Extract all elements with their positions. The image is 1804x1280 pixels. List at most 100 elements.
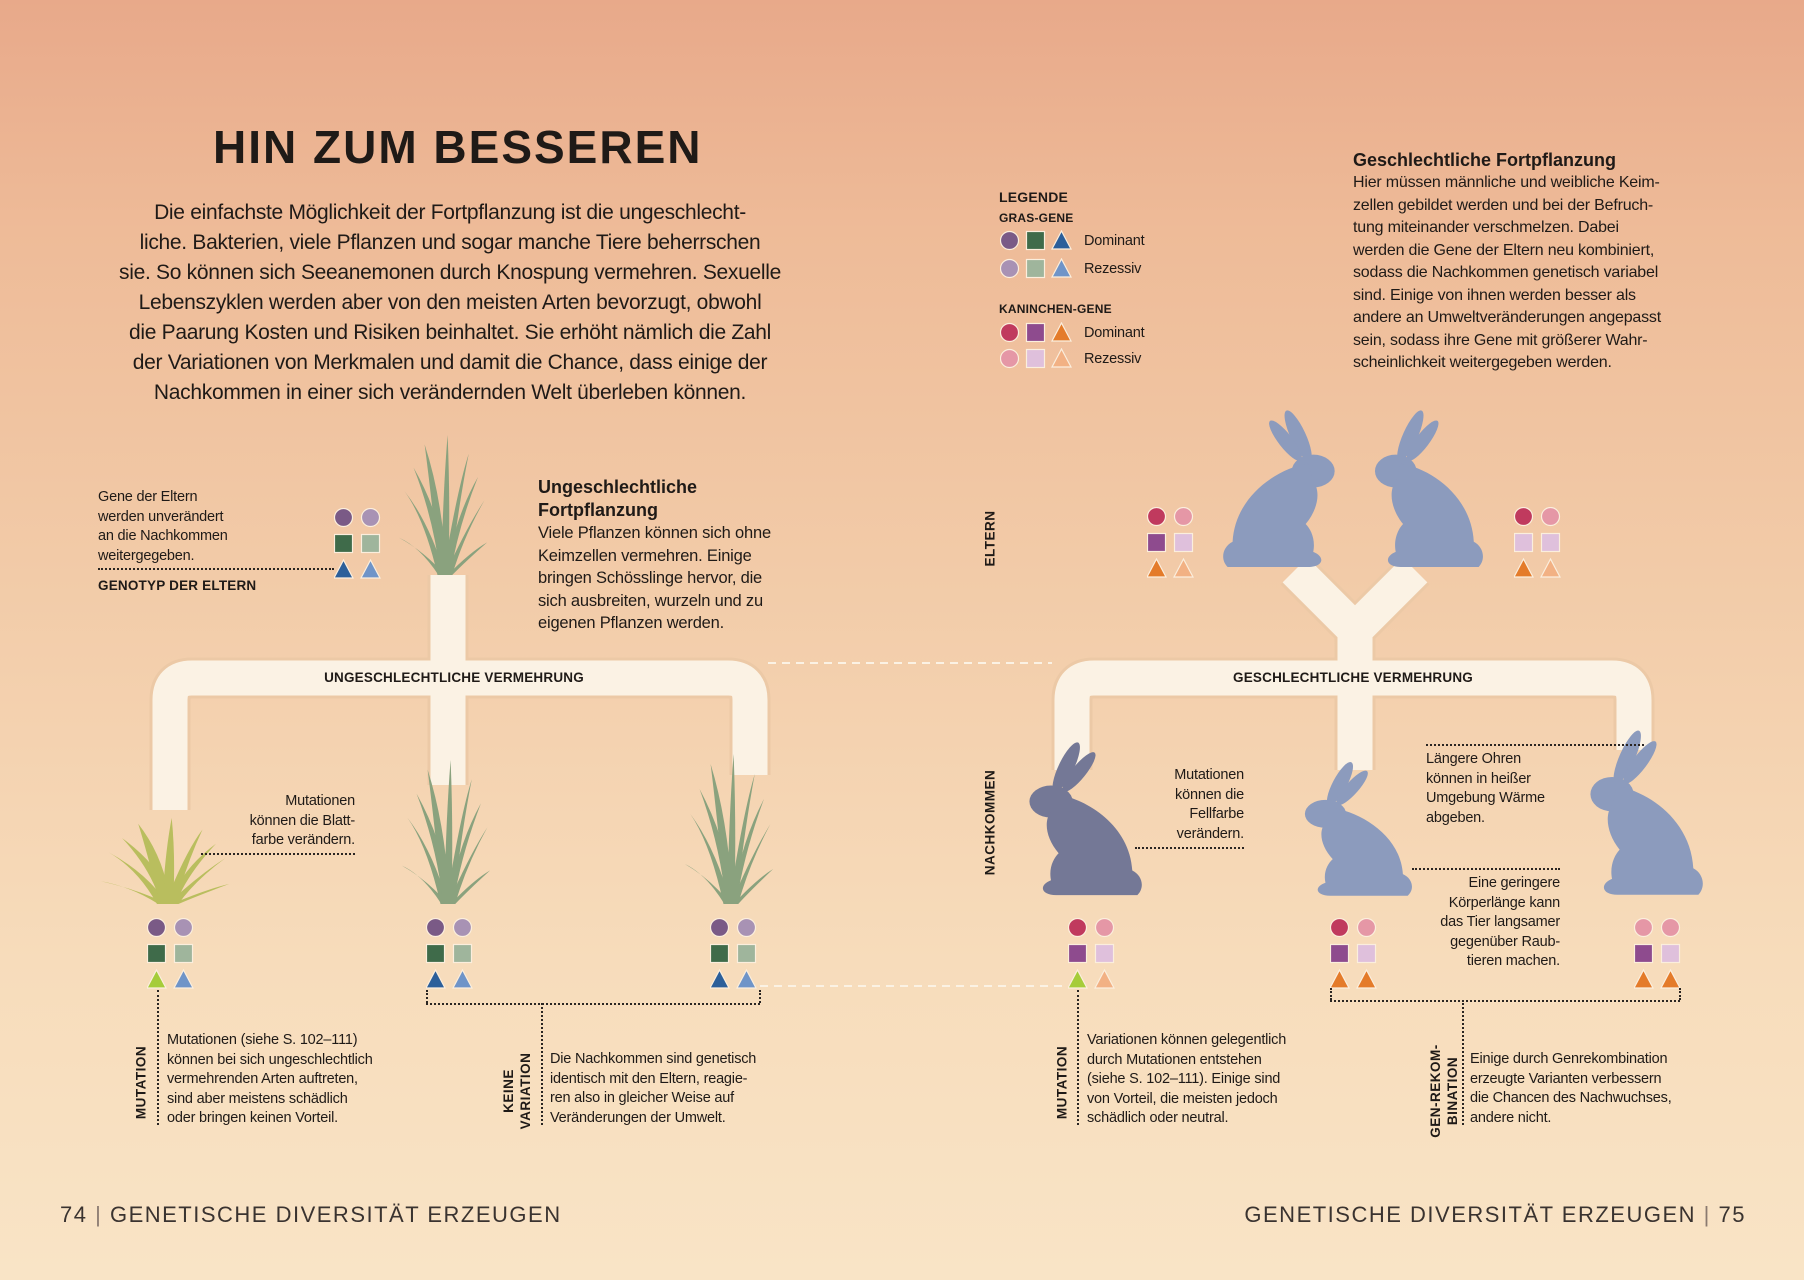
ears-note: Längere Ohren können in heißer Umgebung …	[1426, 751, 1545, 826]
gene-square-recessive-icon	[1660, 943, 1681, 964]
gene-circle-recessive-icon	[173, 917, 194, 938]
gene-square-recessive-icon	[1513, 532, 1534, 553]
gene-triangle-recessive-icon	[360, 558, 381, 579]
legend-circle-recessive-icon	[999, 258, 1020, 279]
separator: |	[95, 1202, 103, 1227]
gene-triangle-recessive-icon	[1173, 557, 1194, 578]
page-number: 75	[1718, 1202, 1746, 1227]
parent-rabbit-icon	[1223, 408, 1335, 567]
gene-square-dominant-icon	[1067, 943, 1088, 964]
sexual-heading: Geschlechtliche Fortpflanzung	[1353, 150, 1617, 170]
rabbit-parent-genotype	[1513, 506, 1562, 579]
recombination-label: GEN-REKOM- BINATION	[1428, 1044, 1460, 1138]
leaf-mutation-note: Mutationen können die Blatt- farbe verän…	[249, 793, 356, 848]
gene-square-recessive-icon	[736, 943, 757, 964]
sexual-branch-label: GESCHLECHTLICHE VERMEHRUNG	[1233, 670, 1473, 685]
genotype-label: GENOTYP DER ELTERN	[98, 578, 257, 593]
gene-circle-dominant-icon	[1146, 506, 1167, 527]
sexual-body: Hier müssen männliche und weibliche Keim…	[1353, 174, 1661, 371]
legend-circle-recessive-icon	[999, 348, 1020, 369]
legend-dominant-label: Dominant	[1084, 325, 1145, 341]
asexual-branch-label: UNGESCHLECHTLICHE VERMEHRUNG	[324, 670, 584, 685]
gene-triangle-mutation-icon	[146, 968, 167, 989]
grass-child-genotype	[425, 917, 474, 990]
long-eared-rabbit-icon	[1590, 728, 1703, 895]
gene-circle-recessive-icon	[452, 917, 473, 938]
legend-dominant-label: Dominant	[1084, 233, 1145, 249]
legend-title: LEGENDE	[999, 189, 1069, 205]
legend-triangle-recessive-icon	[1051, 347, 1072, 368]
legend-recessive-label: Rezessiv	[1084, 261, 1142, 277]
sexual-branch	[1051, 555, 1655, 770]
intro-paragraph: Die einfachste Möglichkeit der Fortpflan…	[119, 201, 781, 404]
legend-triangle-dominant-icon	[1051, 229, 1072, 250]
dotted-bracket	[1330, 988, 1332, 1000]
legend-circle-dominant-icon	[999, 230, 1020, 251]
separator: |	[1703, 1202, 1711, 1227]
legend-square-dominant-icon	[1025, 322, 1046, 343]
gene-circle-recessive-icon	[1173, 506, 1194, 527]
legend-square-recessive-icon	[1025, 348, 1046, 369]
no-variation-label: KEINE VARIATION	[501, 1052, 533, 1130]
gene-triangle-recessive-icon	[173, 968, 194, 989]
legend-grass-recessive-icons	[999, 257, 1080, 285]
grass-child-genotype	[146, 917, 195, 990]
mutation-label: MUTATION	[133, 1045, 149, 1120]
legend-grass-heading: GRAS-GENE	[999, 211, 1074, 225]
gene-circle-recessive-icon	[1633, 917, 1654, 938]
gene-square-dominant-icon	[1633, 943, 1654, 964]
asexual-heading: Ungeschlechtliche Fortpflanzung	[538, 477, 698, 520]
gene-square-recessive-icon	[1540, 532, 1561, 553]
page-title: HIN ZUM BESSEREN	[213, 121, 703, 173]
rabbit-parent-genotype	[1146, 506, 1195, 579]
rabbit-child-genotype	[1067, 917, 1116, 990]
dotted-bracket	[1330, 1000, 1680, 1002]
legend-rabbit-recessive-icons	[999, 347, 1080, 375]
gene-square-dominant-icon	[146, 943, 167, 964]
gene-circle-dominant-icon	[1329, 917, 1350, 938]
gene-circle-dominant-icon	[1067, 917, 1088, 938]
legend-square-dominant-icon	[1025, 230, 1046, 251]
legend-rabbit-dominant-icons	[999, 321, 1080, 349]
gene-triangle-dominant-icon	[1356, 968, 1377, 989]
gene-triangle-mutation-icon	[1067, 968, 1088, 989]
footer-right: GENETISCHE DIVERSITÄT ERZEUGEN | 75	[1244, 1202, 1746, 1228]
dotted-bracket	[426, 1003, 760, 1005]
dotted-leader	[1135, 847, 1244, 849]
offspring-label: NACHKOMMEN	[982, 769, 998, 876]
chapter-title: GENETISCHE DIVERSITÄT ERZEUGEN	[1244, 1202, 1697, 1227]
gene-square-recessive-icon	[1173, 532, 1194, 553]
gene-triangle-dominant-icon	[1146, 557, 1167, 578]
gene-circle-dominant-icon	[1513, 506, 1534, 527]
gene-circle-dominant-icon	[425, 917, 446, 938]
dotted-leader	[1412, 868, 1560, 870]
dotted-leader	[1077, 990, 1079, 1125]
rabbit-child-genotype	[1633, 917, 1682, 990]
parent-rabbit-icon	[1374, 408, 1483, 567]
legend-grass-dominant-icons	[999, 229, 1080, 257]
gene-triangle-recessive-icon	[736, 968, 757, 989]
fur-mutation-note: Mutationen können die Fellfarbe veränder…	[1174, 767, 1244, 842]
gene-triangle-dominant-icon	[1660, 968, 1681, 989]
legend-triangle-dominant-icon	[1051, 321, 1072, 342]
gene-circle-dominant-icon	[146, 917, 167, 938]
gene-square-dominant-icon	[1329, 943, 1350, 964]
sexual-mutation-text: Variationen können gelegentlich durch Mu…	[1087, 1032, 1287, 1126]
gene-triangle-dominant-icon	[709, 968, 730, 989]
asexual-mutation-text: Mutationen (siehe S. 102–111) können bei…	[167, 1032, 373, 1126]
gene-triangle-dominant-icon	[1633, 968, 1654, 989]
gene-triangle-recessive-icon	[1540, 557, 1561, 578]
parent-grass-icon	[398, 435, 488, 575]
legend-rabbit-heading: KANINCHEN-GENE	[999, 302, 1112, 316]
dotted-leader	[98, 568, 334, 570]
gene-square-recessive-icon	[360, 533, 381, 554]
recombination-text: Einige durch Genrekombination erzeugte V…	[1470, 1051, 1672, 1126]
gene-triangle-recessive-icon	[452, 968, 473, 989]
gene-square-recessive-icon	[173, 943, 194, 964]
gene-square-dominant-icon	[425, 943, 446, 964]
legend-square-recessive-icon	[1025, 258, 1046, 279]
grass-child-genotype	[709, 917, 758, 990]
gene-circle-recessive-icon	[360, 507, 381, 528]
gene-triangle-dominant-icon	[1329, 968, 1350, 989]
dotted-leader	[157, 990, 159, 1125]
